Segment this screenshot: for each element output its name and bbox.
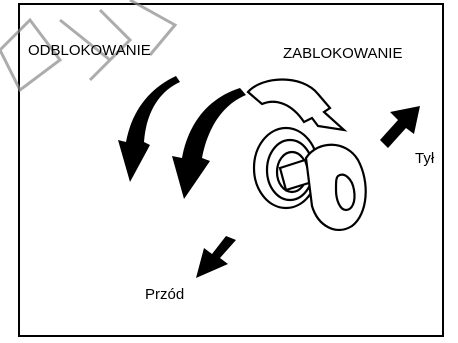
unlock-label: ODBLOKOWANIE (28, 42, 151, 59)
diagram-frame (18, 3, 444, 337)
unlock-arrow-outer (118, 76, 180, 182)
lock-label: ZABLOKOWANIE (283, 45, 403, 62)
front-label: Przód (145, 286, 185, 303)
rear-arrow (380, 106, 420, 148)
lock-arrow (246, 78, 348, 132)
watermark (0, 0, 178, 93)
key (278, 143, 367, 232)
front-arrow (196, 236, 236, 278)
rear-label: Tył (415, 150, 435, 167)
unlock-arrow-inner (172, 88, 246, 199)
